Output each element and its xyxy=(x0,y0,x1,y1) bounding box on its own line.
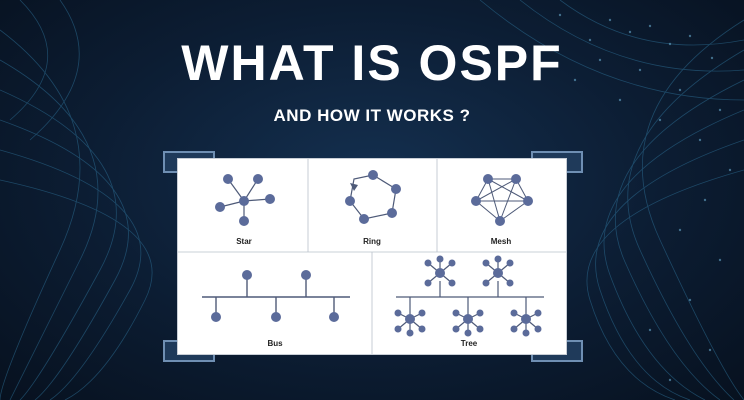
page-subtitle: AND HOW IT WORKS ? xyxy=(273,106,471,125)
star-label: Star xyxy=(236,237,252,246)
panel-dividers xyxy=(178,159,566,354)
topology-diagram: Star Ring xyxy=(178,159,566,354)
ring-direction-arrow xyxy=(350,183,358,191)
bus-label: Bus xyxy=(267,339,283,348)
tree-topology: Tree xyxy=(394,255,544,348)
bus-topology: Bus xyxy=(202,270,350,348)
page-title: WHAT IS OSPF xyxy=(181,35,563,91)
mesh-topology: Mesh xyxy=(471,174,533,246)
star-topology: Star xyxy=(215,174,275,246)
ring-label: Ring xyxy=(363,237,381,246)
topology-panel: Star Ring xyxy=(177,158,567,355)
mesh-label: Mesh xyxy=(491,237,512,246)
tree-label: Tree xyxy=(461,339,478,348)
ring-topology: Ring xyxy=(345,170,401,246)
